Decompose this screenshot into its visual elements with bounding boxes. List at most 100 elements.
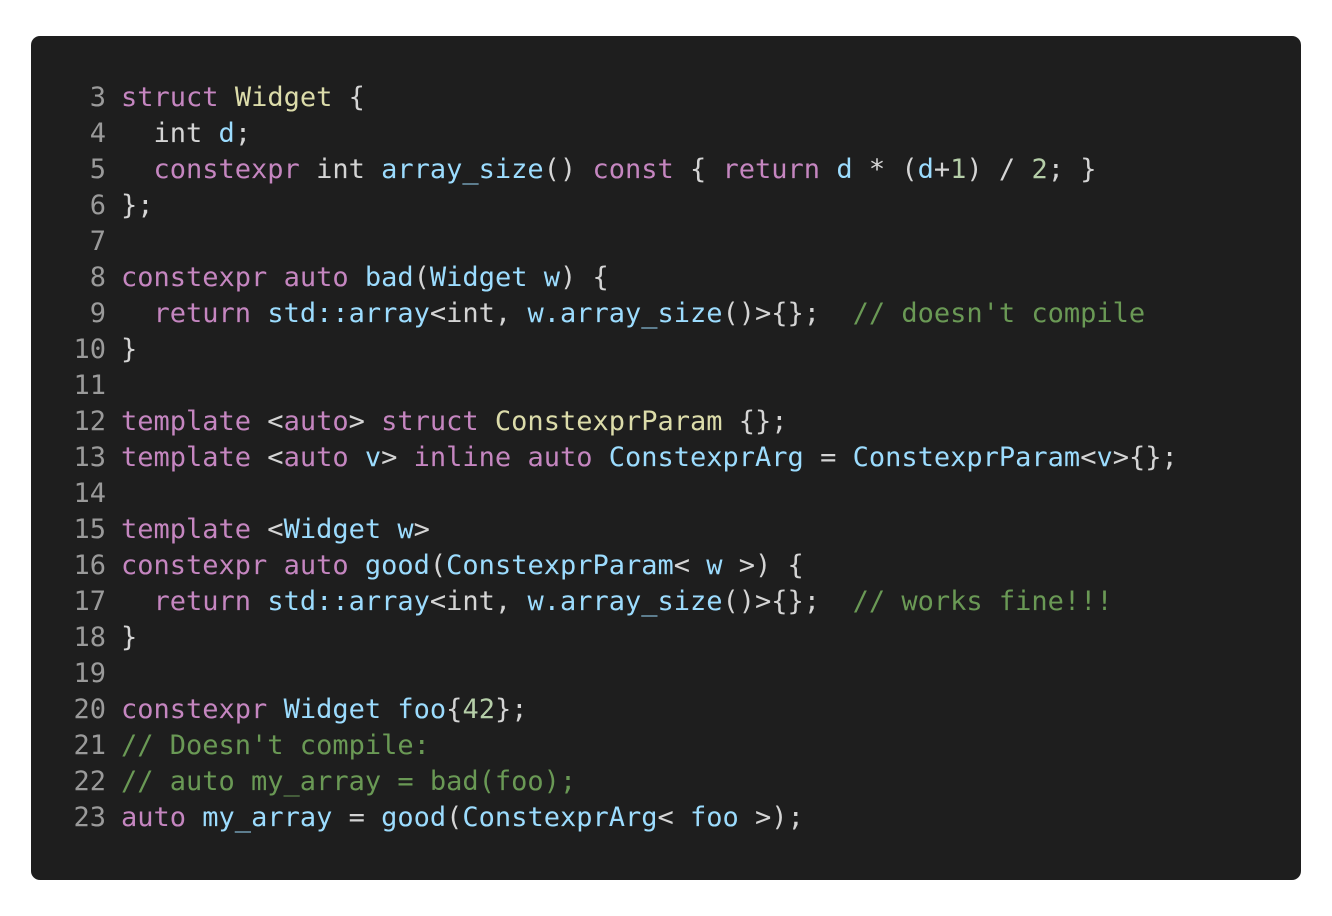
- code-token-plain: ; }: [1047, 154, 1097, 185]
- line-code: struct Widget {: [121, 80, 365, 116]
- code-token-plain: {: [446, 694, 463, 725]
- code-token-plain: <: [673, 550, 707, 581]
- code-token-plain: {: [673, 154, 723, 185]
- code-token-plain: [267, 694, 283, 725]
- code-token-keyword: return: [153, 586, 252, 617]
- code-token-plain: (): [543, 154, 593, 185]
- code-token-plain: [527, 262, 543, 293]
- code-token-ident: ConstexprParam: [446, 550, 674, 581]
- code-token-plain: (: [429, 550, 447, 581]
- line-number: 16: [73, 550, 106, 581]
- code-token-plain: }: [121, 334, 138, 365]
- code-token-keyword: const: [592, 154, 674, 185]
- code-token-keyword: constexpr: [121, 262, 268, 293]
- code-token-keyword: template: [121, 514, 252, 545]
- code-token-keyword: inline: [413, 442, 512, 473]
- code-token-type: ConstexprParam: [494, 406, 723, 437]
- code-token-ident: good: [364, 550, 430, 581]
- line-number: 20: [73, 694, 106, 725]
- line-number: 9: [89, 298, 106, 329]
- code-token-plain: [479, 406, 495, 437]
- code-token-plain: +: [933, 154, 951, 185]
- code-token-plain: ()>{};: [722, 586, 853, 617]
- code-token-plain: >: [381, 442, 414, 473]
- code-token-ident: array_size: [381, 154, 544, 185]
- code-token-type: Widget: [234, 82, 333, 113]
- code-token-plain: >: [413, 514, 430, 545]
- code-token-plain: };: [121, 190, 154, 221]
- code-token-ident: ConstexprArg: [462, 802, 658, 833]
- code-line: 21// Doesn't compile:: [31, 728, 1301, 764]
- code-token-number: 2: [1031, 154, 1048, 185]
- line-number: 17: [73, 586, 106, 617]
- code-token-ident: d: [836, 154, 853, 185]
- code-token-plain: (: [446, 802, 463, 833]
- code-line: 4 int d;: [31, 116, 1301, 152]
- code-token-plain: ) /: [966, 154, 1032, 185]
- code-token-ident: Widget: [283, 694, 382, 725]
- code-token-plain: ) {: [560, 262, 609, 293]
- code-token-number: 1: [950, 154, 967, 185]
- code-token-keyword: struct: [121, 82, 219, 113]
- code-token-keyword: auto: [283, 550, 349, 581]
- line-code: // auto my_array = bad(foo);: [121, 764, 576, 800]
- code-token-keyword: auto: [121, 802, 187, 833]
- code-token-plain: int: [121, 118, 219, 149]
- code-token-comment: // Doesn't compile:: [121, 730, 430, 761]
- code-token-plain: [820, 154, 836, 185]
- code-token-keyword: auto: [283, 406, 349, 437]
- code-token-keyword: template: [121, 442, 252, 473]
- line-number: 4: [89, 118, 106, 149]
- line-code: return std::array<int, w.array_size()>{}…: [121, 584, 1113, 620]
- code-token-plain: ;: [234, 118, 252, 149]
- code-token-ident: foo: [690, 802, 739, 833]
- code-token-ident: d: [917, 154, 934, 185]
- line-code: }: [121, 332, 137, 368]
- code-token-plain: <int,: [429, 298, 528, 329]
- code-token-plain: <int,: [429, 586, 528, 617]
- line-code: constexpr auto bad(Widget w) {: [121, 260, 609, 296]
- code-token-keyword: template: [121, 406, 252, 437]
- code-token-plain: {: [332, 82, 365, 113]
- line-number: 19: [73, 658, 106, 689]
- line-code: template <auto> struct ConstexprParam {}…: [121, 404, 788, 440]
- code-token-plain: {};: [722, 406, 788, 437]
- code-token-keyword: auto: [283, 262, 349, 293]
- code-token-plain: <: [1080, 442, 1097, 473]
- code-token-ident: my_array: [202, 802, 333, 833]
- code-token-plain: (: [413, 262, 430, 293]
- code-token-plain: [121, 586, 154, 617]
- code-line: 14: [31, 476, 1301, 512]
- line-number: 23: [73, 802, 106, 833]
- code-line: 22// auto my_array = bad(foo);: [31, 764, 1301, 800]
- line-number: 6: [89, 190, 106, 221]
- code-token-ident: ConstexprArg: [608, 442, 804, 473]
- code-token-plain: [251, 586, 267, 617]
- code-token-plain: =: [332, 802, 382, 833]
- line-code: constexpr int array_size() const { retur…: [121, 152, 1097, 188]
- code-token-plain: [381, 514, 397, 545]
- code-token-keyword: auto: [283, 442, 349, 473]
- code-line: 6};: [31, 188, 1301, 224]
- code-line: 16 constexpr auto good(ConstexprParam< w …: [31, 548, 1301, 584]
- line-code: constexpr auto good(ConstexprParam< w >)…: [121, 548, 804, 584]
- code-token-ident: ConstexprParam: [852, 442, 1081, 473]
- code-line: 17 return std::array<int, w.array_size()…: [31, 584, 1301, 620]
- line-number: 14: [73, 478, 106, 509]
- code-token-keyword: constexpr: [121, 550, 268, 581]
- line-number: 10: [73, 334, 106, 365]
- code-token-ident: Widget: [429, 262, 528, 293]
- line-code: // Doesn't compile:: [121, 728, 430, 764]
- code-token-plain: >{};: [1112, 442, 1178, 473]
- code-token-comment: // works fine!!!: [852, 586, 1113, 617]
- code-token-ident: w: [543, 262, 560, 293]
- code-token-keyword: auto: [527, 442, 593, 473]
- line-code: return std::array<int, w.array_size()>{}…: [121, 296, 1146, 332]
- code-token-comment: // doesn't compile: [852, 298, 1146, 329]
- code-token-comment: // auto my_array = bad(foo);: [121, 766, 577, 797]
